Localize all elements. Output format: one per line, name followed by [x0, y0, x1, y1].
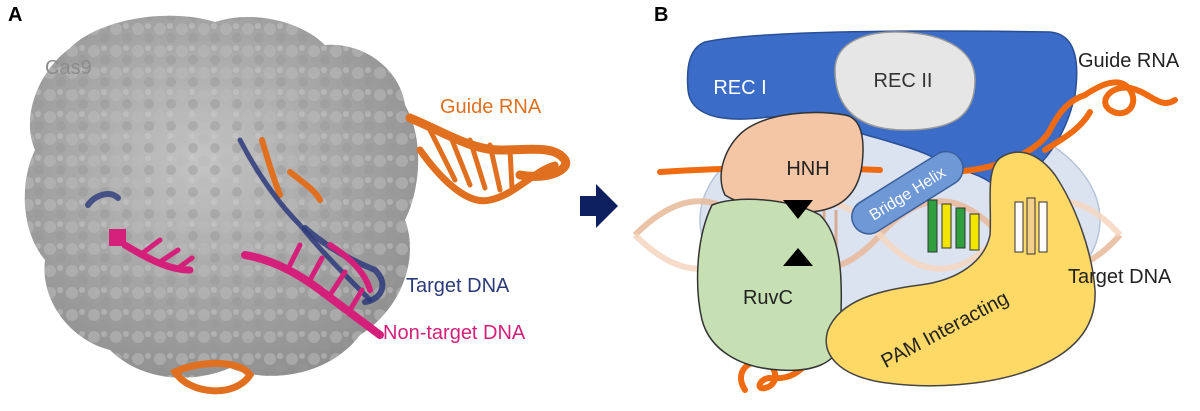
- target-dna-label-a: Target DNA: [406, 275, 510, 297]
- cleavage-marker-up-icon: [783, 248, 813, 266]
- rec2-label: REC II: [874, 70, 933, 92]
- guide-rna-label-a: Guide RNA: [440, 96, 542, 118]
- guide-rna-label-b: Guide RNA: [1078, 50, 1180, 72]
- ruvc-label: RuvC: [743, 287, 793, 309]
- guide-rna-ribbon: [169, 113, 571, 395]
- panel-a: A Cas9: [8, 4, 571, 395]
- target-base-pairs: [927, 197, 1048, 255]
- rec2-domain: [834, 31, 976, 131]
- cleavage-marker-down-icon: [783, 200, 813, 219]
- panel-a-letter: A: [8, 4, 22, 26]
- non-target-dna-strand: [109, 229, 384, 339]
- panel-b: B REC I REC II: [632, 4, 1180, 393]
- target-dna-strand: [85, 137, 386, 305]
- right-arrow-icon: [580, 184, 618, 228]
- hnh-label: HNH: [786, 158, 829, 180]
- panel-b-letter: B: [654, 4, 668, 26]
- rec1-label: REC I: [713, 77, 766, 99]
- cas9-label: Cas9: [45, 57, 92, 79]
- target-dna-label-b: Target DNA: [1068, 266, 1172, 288]
- hnh-domain: [720, 111, 864, 214]
- ruvc-domain: [696, 198, 843, 372]
- non-target-dna-label: Non-target DNA: [383, 322, 526, 344]
